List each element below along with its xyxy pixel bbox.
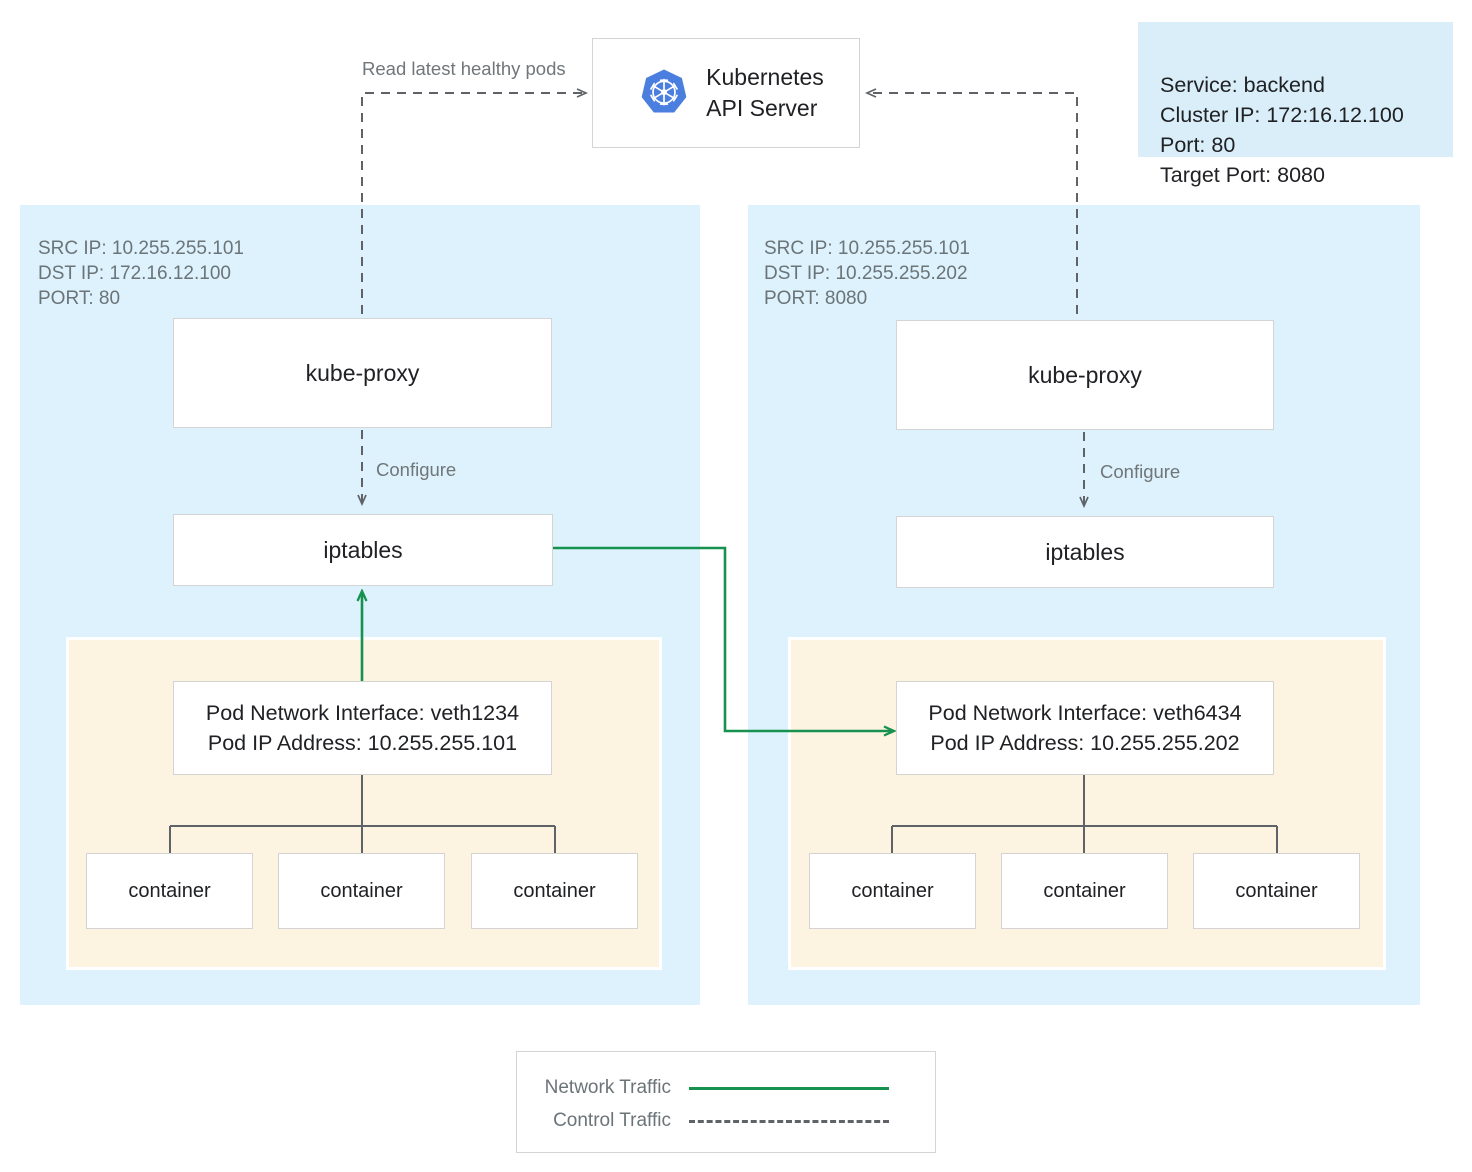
node-right-kube-proxy-box: kube-proxy	[896, 320, 1274, 430]
legend-row-control-traffic: Control Traffic	[521, 1110, 889, 1132]
legend-box: Network Traffic Control Traffic	[516, 1051, 936, 1153]
node-right-iptables-box: iptables	[896, 516, 1274, 588]
legend-label-control-traffic: Control Traffic	[553, 1110, 671, 1131]
node-right-container-2: container	[1001, 853, 1168, 929]
node-right-pod-interface-box: Pod Network Interface: veth6434 Pod IP A…	[896, 681, 1274, 775]
node-right-ip-annotation: SRC IP: 10.255.255.101 DST IP: 10.255.25…	[764, 238, 970, 309]
node-left-pod-interface-box: Pod Network Interface: veth1234 Pod IP A…	[173, 681, 552, 775]
node-left-container-3: container	[471, 853, 638, 929]
legend-label-network-traffic: Network Traffic	[544, 1077, 671, 1098]
legend-row-network-traffic: Network Traffic	[521, 1077, 889, 1099]
node-left-container-2: container	[278, 853, 445, 929]
legend-swatch-network-traffic	[689, 1086, 889, 1090]
api-server-label: Kubernetes API Server	[706, 64, 824, 121]
node-right-container-1: container	[809, 853, 976, 929]
node-right-pod-interface-text: Pod Network Interface: veth6434 Pod IP A…	[928, 701, 1242, 755]
service-info-box: Service: backend Cluster IP: 172:16.12.1…	[1138, 22, 1453, 187]
read-latest-healthy-pods-label: Read latest healthy pods	[362, 58, 566, 79]
node-right-container-3: container	[1193, 853, 1360, 929]
node-left-iptables-box: iptables	[173, 514, 553, 586]
node-left-ip-annotation: SRC IP: 10.255.255.101 DST IP: 172.16.12…	[38, 238, 244, 309]
configure-label-right: Configure	[1100, 461, 1181, 482]
node-left-kube-proxy-box: kube-proxy	[173, 318, 552, 428]
kubernetes-api-server-box: Kubernetes API Server	[592, 38, 860, 148]
service-info-text: Service: backend Cluster IP: 172:16.12.1…	[1160, 73, 1404, 187]
node-left-container-1: container	[86, 853, 253, 929]
legend-swatch-control-traffic	[689, 1119, 889, 1123]
configure-label-left: Configure	[376, 459, 457, 480]
kubernetes-logo-icon	[638, 67, 690, 119]
node-left-pod-interface-text: Pod Network Interface: veth1234 Pod IP A…	[205, 701, 520, 755]
